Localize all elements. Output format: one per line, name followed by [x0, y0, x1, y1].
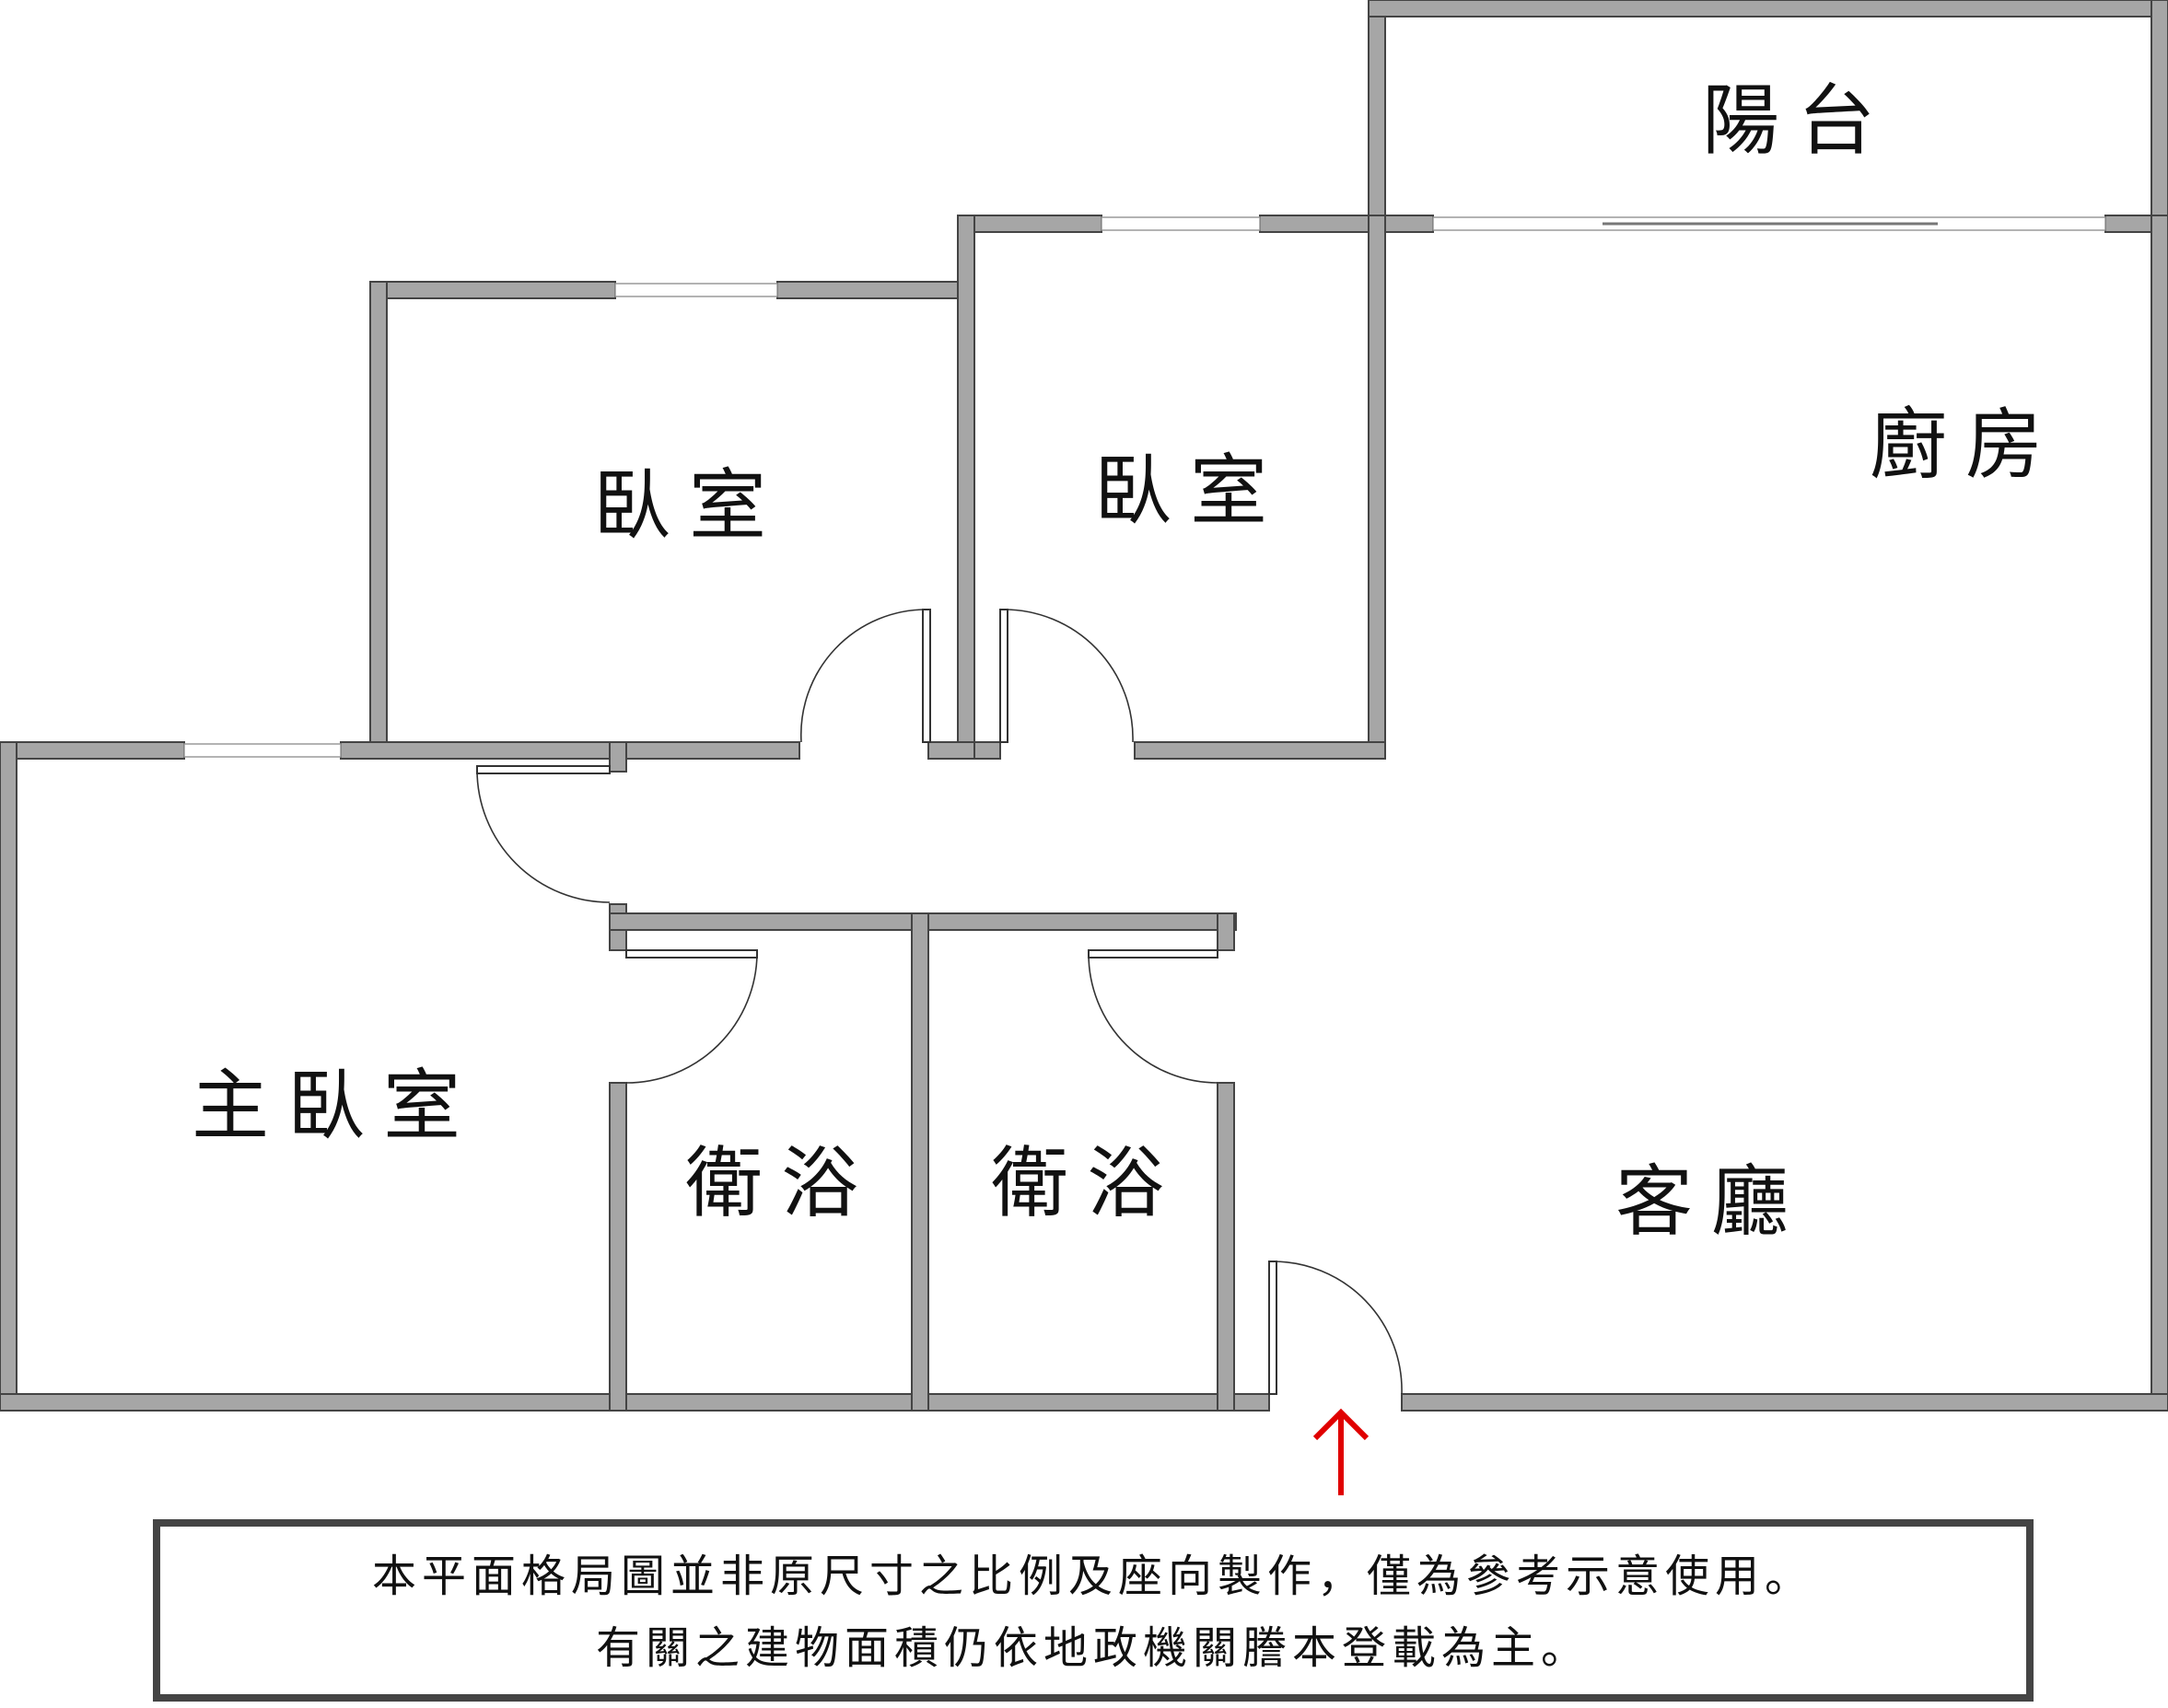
wall-master-east-top: [609, 741, 627, 773]
door-master-swing: [476, 769, 611, 903]
disclaimer-line-1: 本平面格局圖並非原尺寸之比例及座向製作，僅為參考示意使用。: [372, 1551, 1814, 1602]
label-balcony: 陽台: [1702, 76, 1894, 166]
wall-bath-divider: [911, 912, 929, 1412]
wall-balcony-top: [1368, 0, 2168, 17]
wall-balcony-left: [1368, 0, 1386, 231]
wall-bedroom1-east: [957, 215, 975, 760]
door-bath1-swing: [625, 953, 758, 1084]
wall-bedroom1-north-left: [369, 281, 616, 299]
wall-bath2-east-low: [1217, 1082, 1235, 1412]
door-bath2: [1088, 949, 1218, 959]
wall-master-north-left: [0, 741, 185, 760]
doors: [476, 609, 1403, 1395]
walls: [0, 0, 2168, 1412]
label-bathroom-2: 衛浴: [991, 1138, 1183, 1228]
wall-bedroom1-south-right: [927, 741, 975, 760]
door-bedroom2-swing: [1003, 609, 1134, 743]
window-bedroom1: [614, 283, 778, 297]
label-bathroom-1: 衛浴: [685, 1138, 877, 1228]
wall-bedroom1-west: [369, 281, 388, 760]
wall-east: [2151, 215, 2168, 1412]
label-bedroom-2: 臥室: [1094, 446, 1286, 536]
room-labels: 陽台 廚房 臥室 臥室 主臥室 衛浴 衛浴 客廳: [192, 76, 2061, 1247]
arrow-up-icon: [1312, 1408, 1370, 1495]
wall-bedroom2-north-right: [1259, 215, 1434, 233]
door-bedroom2: [999, 609, 1008, 743]
wall-east-upper: [2151, 0, 2168, 233]
wall-master-east-low: [609, 1082, 627, 1412]
wall-bedroom1-south-left: [340, 741, 800, 760]
label-living-room: 客廳: [1615, 1156, 1807, 1247]
wall-south-right: [1401, 1393, 2168, 1412]
wall-bedroom1-north-right: [776, 281, 975, 299]
door-bedroom1-swing: [799, 609, 927, 743]
door-bath1: [625, 949, 758, 959]
wall-bedroom2-east: [1368, 215, 1386, 760]
door-entrance-swing: [1272, 1261, 1403, 1395]
window-master: [183, 743, 342, 758]
door-bedroom1: [922, 609, 931, 743]
wall-bath2-east-top: [1217, 912, 1235, 951]
wall-master-west: [0, 741, 17, 1412]
wall-bedroom2-south-right: [1134, 741, 1386, 760]
windows: [183, 216, 2106, 758]
wall-bedroom2-north-left: [957, 215, 1102, 233]
door-master: [476, 765, 611, 774]
wall-south-left: [0, 1393, 1270, 1412]
disclaimer-line-2: 有關之建物面積仍依地政機關謄本登載為主。: [596, 1622, 1591, 1674]
label-master-bedroom: 主臥室: [192, 1061, 479, 1151]
door-bath2-swing: [1088, 953, 1218, 1084]
label-kitchen: 廚房: [1870, 400, 2061, 490]
window-bedroom2: [1101, 216, 1261, 231]
door-entrance: [1268, 1261, 1277, 1395]
disclaimer-box: 本平面格局圖並非原尺寸之比例及座向製作，僅為參考示意使用。 有關之建物面積仍依地…: [153, 1519, 2034, 1702]
label-bedroom-1: 臥室: [593, 460, 785, 551]
